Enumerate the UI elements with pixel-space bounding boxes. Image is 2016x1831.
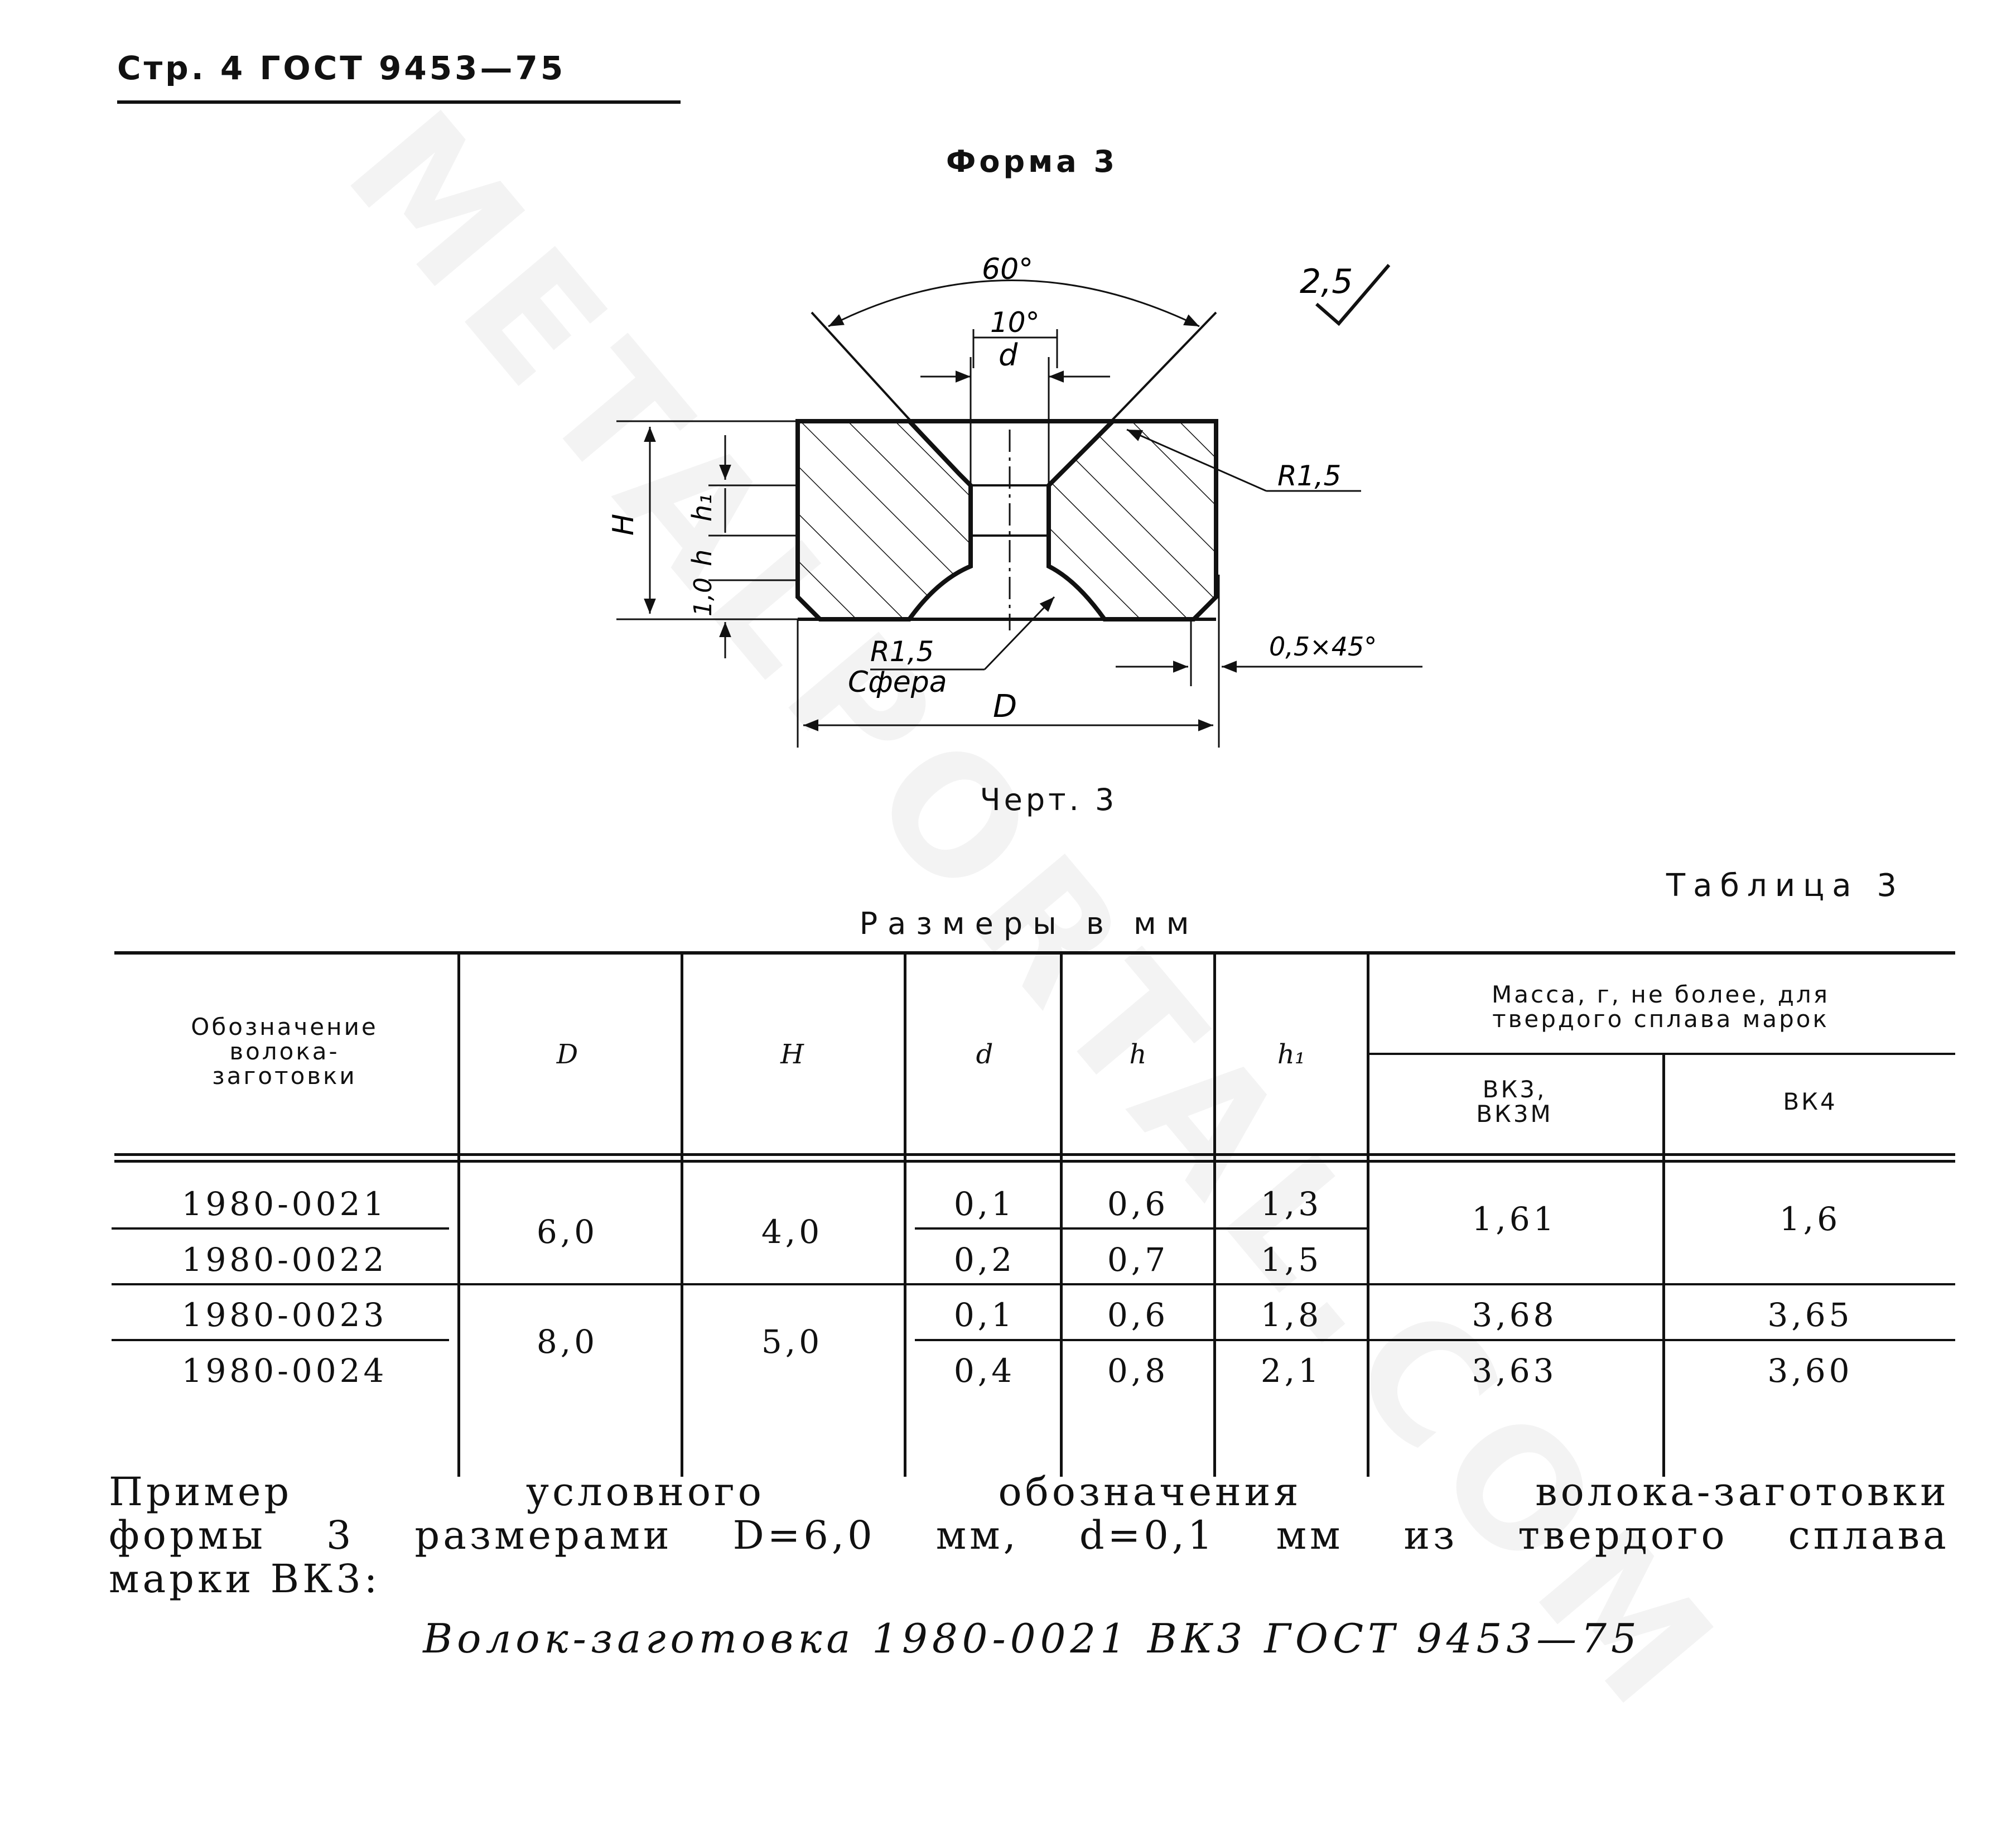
- row-2-designation: 1980-0022: [181, 1241, 388, 1279]
- row-2-h1: 1,5: [1260, 1241, 1323, 1279]
- label-angle-10: 10°: [990, 306, 1040, 339]
- header-vk4: ВК4: [1783, 1087, 1837, 1115]
- label-one: 1,0: [689, 577, 717, 616]
- row-1-h1: 1,3: [1260, 1185, 1323, 1223]
- row-4-d: 0,4: [953, 1352, 1016, 1390]
- label-H: H: [607, 514, 640, 536]
- row-1-designation: 1980-0021: [181, 1185, 388, 1223]
- row-4-vk3: 3,63: [1472, 1352, 1557, 1390]
- row-4-h1: 2,1: [1260, 1352, 1323, 1390]
- example-line-2: формы 3 размерами D=6,0 мм, d=0,1 мм из …: [109, 1512, 1950, 1558]
- example-line-3: марки ВК3:: [109, 1556, 381, 1602]
- example-paragraph: Пример условного обозначения волока-заго…: [109, 1470, 1950, 1601]
- row-3-d: 0,1: [953, 1296, 1016, 1334]
- example-line-1: Пример условного обозначения волока-заго…: [109, 1469, 1950, 1515]
- header-designation: Обозначение волока- заготовки: [191, 1013, 378, 1090]
- page-header: Стр. 4 ГОСТ 9453—75: [117, 45, 681, 104]
- page-header-text: Стр. 4 ГОСТ 9453—75: [117, 49, 566, 87]
- group-1-H: 4,0: [761, 1213, 823, 1251]
- table-number: Таблица 3: [1666, 868, 1904, 904]
- group-2-H: 5,0: [761, 1323, 823, 1361]
- row-3-designation: 1980-0023: [181, 1296, 388, 1334]
- form-title: Форма 3: [946, 144, 1118, 179]
- row-1-h: 0,6: [1107, 1185, 1169, 1223]
- body-right-section: [1046, 419, 1218, 621]
- header-D: D: [556, 1039, 578, 1070]
- row-2-h: 0,7: [1107, 1241, 1169, 1279]
- header-mass: Масса, г, не более, для твердого сплава …: [1492, 980, 1830, 1033]
- label-d: d: [999, 338, 1018, 373]
- label-angle-60: 60°: [982, 253, 1033, 286]
- row-3-vk3: 3,68: [1472, 1296, 1557, 1334]
- technical-drawing: 60° 10° d 2,5 R1,5 H h₁ h 1,0 R1,5 Сфера…: [0, 0, 2016, 783]
- header-vk3: ВК3, ВК3М: [1476, 1075, 1553, 1127]
- header-h1: h₁: [1277, 1039, 1306, 1070]
- label-D: D: [993, 688, 1017, 725]
- header-d: d: [976, 1039, 993, 1070]
- row-3-h: 0,6: [1107, 1296, 1169, 1334]
- row-4-vk4: 3,60: [1767, 1352, 1853, 1390]
- example-designation: Волок-заготовка 1980-0021 ВК3 ГОСТ 9453—…: [423, 1615, 1641, 1662]
- row-2-d: 0,2: [953, 1241, 1016, 1279]
- label-h1: h₁: [687, 494, 718, 522]
- label-radius-top: R1,5: [1277, 460, 1341, 492]
- table-units: Размеры в мм: [859, 906, 1199, 941]
- group-1-vk4: 1,6: [1779, 1200, 1841, 1238]
- row-1-d: 0,1: [953, 1185, 1016, 1223]
- row-4-h: 0,8: [1107, 1352, 1169, 1390]
- label-radius-bottom: R1,5: [870, 635, 934, 668]
- header-H: H: [780, 1039, 804, 1070]
- body-left-section: [795, 419, 973, 621]
- label-roughness: 2,5: [1300, 262, 1353, 301]
- drawing-caption: Черт. 3: [980, 782, 1118, 817]
- label-h: h: [687, 550, 718, 566]
- row-3-h1: 1,8: [1260, 1296, 1323, 1334]
- group-2-D: 8,0: [536, 1323, 599, 1361]
- group-1-D: 6,0: [536, 1213, 599, 1251]
- group-1-vk3: 1,61: [1472, 1200, 1557, 1238]
- row-3-vk4: 3,65: [1767, 1296, 1853, 1334]
- label-sphere: Сфера: [848, 666, 947, 699]
- row-4-designation: 1980-0024: [181, 1352, 388, 1390]
- drawing-svg: 60° 10° d 2,5 R1,5 H h₁ h 1,0 R1,5 Сфера…: [607, 253, 1422, 748]
- label-chamfer: 0,5×45°: [1269, 632, 1377, 662]
- header-h: h: [1129, 1039, 1147, 1070]
